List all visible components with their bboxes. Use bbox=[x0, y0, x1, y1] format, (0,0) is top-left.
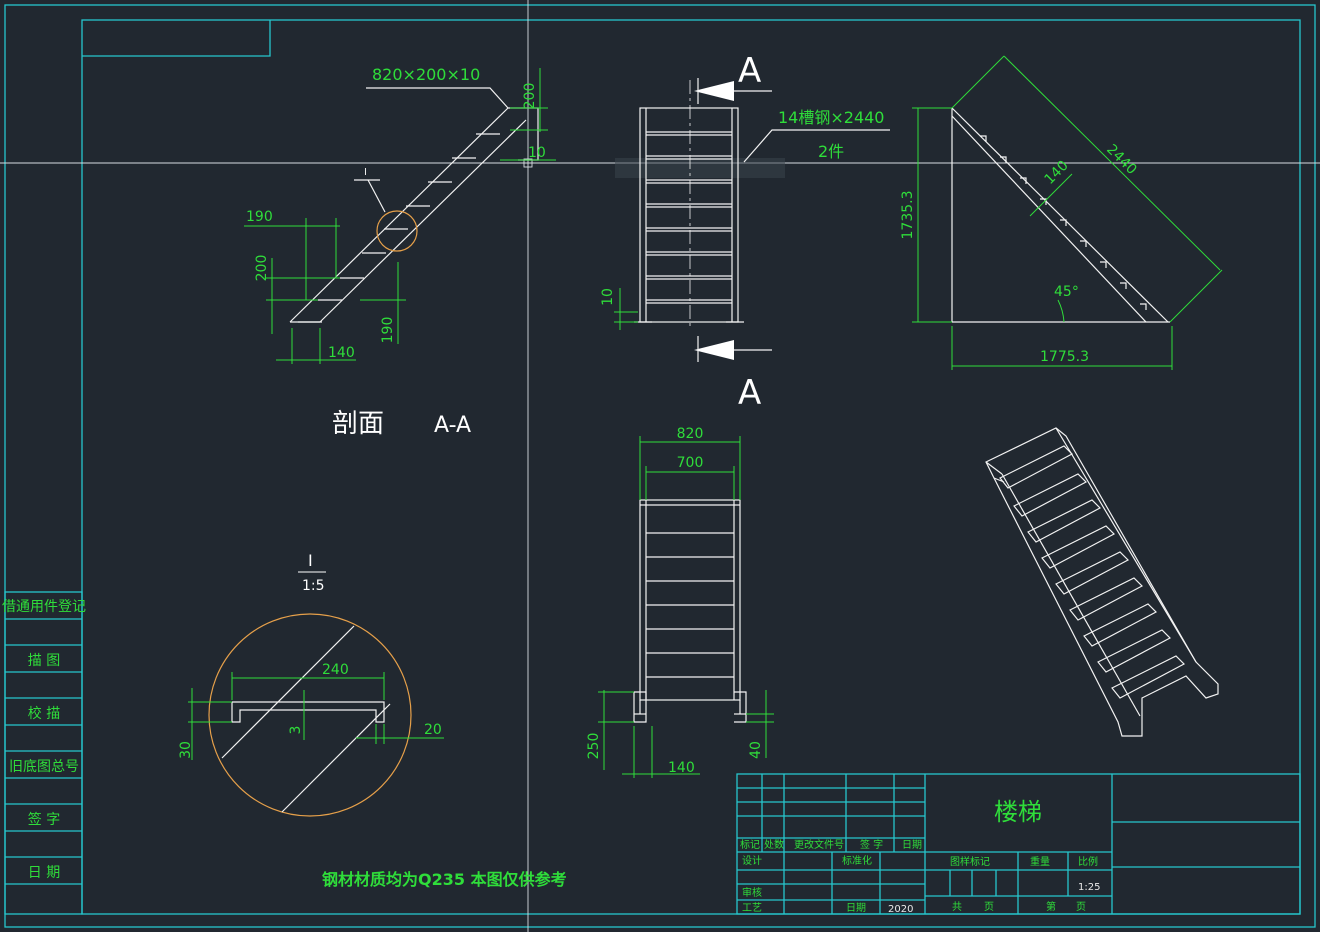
section-title: 剖面 bbox=[332, 409, 384, 439]
dim-side-base: 1775.3 bbox=[1040, 349, 1089, 365]
side-step-ticks bbox=[980, 135, 1147, 310]
dim-side-angle: 45° bbox=[1054, 284, 1079, 300]
tb-header-sign: 签 字 bbox=[860, 838, 883, 851]
section-treads bbox=[298, 133, 500, 323]
tb-header-change: 更改文件号 bbox=[794, 838, 844, 851]
tb-field-mark: 图样标记 bbox=[950, 855, 990, 868]
tb-total-unit: 页 bbox=[984, 901, 994, 913]
detail-view-i: I 1:5 240 3 30 20 bbox=[178, 551, 444, 817]
front-elevation: A A 14槽钢×2440 2件 10 bbox=[600, 51, 890, 413]
sheet-frame bbox=[4, 4, 1316, 928]
dim-section-base: 140 bbox=[328, 345, 355, 361]
dim-detail-lip: 20 bbox=[424, 722, 442, 738]
cut-arrow-bottom-icon bbox=[694, 340, 734, 360]
dim-detail-height: 30 bbox=[178, 741, 194, 759]
section-dimensions: 200 10 190 200 190 140 bbox=[244, 68, 556, 364]
dim-side-spacing: 140 bbox=[1042, 158, 1072, 188]
side-view: 1735.3 2440 140 45° 1775.3 bbox=[900, 55, 1223, 370]
tb-role-standard: 标准化 bbox=[842, 854, 872, 867]
sidebar-item-check: 校 描 bbox=[28, 705, 60, 722]
material-note: 钢材材质均为Q235 本图仅供参考 bbox=[322, 870, 567, 889]
tb-total: 共 bbox=[952, 901, 962, 913]
tb-header-mark: 标记 bbox=[740, 839, 760, 851]
dim-plan-outer: 820 bbox=[677, 426, 704, 442]
section-view-a-a: I 820×200×10 200 10 190 200 190 bbox=[244, 65, 556, 439]
detail-ref-label: I bbox=[364, 167, 367, 178]
sidebar-item-trace: 描 图 bbox=[28, 653, 60, 669]
cut-arrow-top-icon bbox=[694, 81, 734, 101]
dim-step-top: 200 bbox=[522, 83, 538, 110]
section-id: A-A bbox=[434, 413, 471, 438]
title-block: 楼梯 标记 处数 更改文件号 签 字 日期 设计 标准化 审核 工艺 日期 20… bbox=[736, 773, 1301, 915]
dim-run: 190 bbox=[246, 209, 273, 225]
tb-role-date: 日期 bbox=[846, 902, 866, 914]
sidebar-item-sign: 签 字 bbox=[28, 811, 60, 828]
dim-rise: 200 bbox=[254, 255, 270, 282]
sidebar-item-register: 借通用件登记 bbox=[2, 599, 86, 615]
sidebar-register: 借通用件登记 描 图 校 描 旧底图总号 签 字 日 期 bbox=[2, 591, 86, 915]
tb-field-scale: 比例 bbox=[1078, 855, 1098, 868]
plan-view: 820 700 250 140 40 bbox=[586, 426, 774, 778]
tb-field-weight: 重量 bbox=[1030, 855, 1050, 868]
tb-header-date: 日期 bbox=[902, 839, 922, 851]
front-tread-lines bbox=[646, 131, 732, 304]
tb-role-design: 设计 bbox=[742, 854, 762, 867]
cut-label-bottom: A bbox=[738, 373, 761, 413]
drawing-title: 楼梯 bbox=[994, 798, 1042, 826]
dim-rise-low: 190 bbox=[380, 317, 396, 344]
tb-sheet-unit: 页 bbox=[1076, 901, 1086, 913]
sidebar-item-old-number: 旧底图总号 bbox=[9, 759, 79, 775]
tb-year: 2020 bbox=[888, 904, 913, 915]
callout-channel-spec: 14槽钢×2440 bbox=[778, 108, 885, 127]
selection-tooltip bbox=[615, 158, 785, 178]
detail-id: I bbox=[308, 551, 313, 570]
iso-treads bbox=[999, 445, 1185, 699]
sidebar-item-date: 日 期 bbox=[28, 865, 60, 881]
dim-front-foot: 10 bbox=[600, 288, 616, 306]
dim-tread-thick: 10 bbox=[528, 145, 546, 161]
dim-detail-thick: 3 bbox=[288, 726, 304, 735]
dim-detail-tread: 240 bbox=[322, 662, 349, 678]
tb-header-count: 处数 bbox=[764, 838, 784, 851]
callout-tread-spec: 820×200×10 bbox=[372, 65, 480, 84]
tb-sheet: 第 bbox=[1046, 900, 1056, 913]
dim-plan-foot: 40 bbox=[748, 741, 764, 759]
cut-label-top: A bbox=[738, 51, 761, 91]
dim-plan-base-h: 250 bbox=[586, 733, 602, 760]
callout-channel-qty: 2件 bbox=[818, 142, 844, 161]
tb-role-process: 工艺 bbox=[742, 902, 762, 914]
detail-callout-circle bbox=[376, 210, 418, 252]
dim-plan-base-w: 140 bbox=[668, 760, 695, 776]
tb-role-review: 审核 bbox=[742, 886, 762, 899]
dim-side-height: 1735.3 bbox=[900, 191, 916, 240]
isometric-view bbox=[985, 427, 1219, 737]
tb-scale-value: 1:25 bbox=[1078, 882, 1100, 893]
detail-scale: 1:5 bbox=[302, 578, 325, 594]
plan-tread-lines bbox=[646, 532, 734, 678]
dim-plan-inner: 700 bbox=[677, 455, 704, 471]
